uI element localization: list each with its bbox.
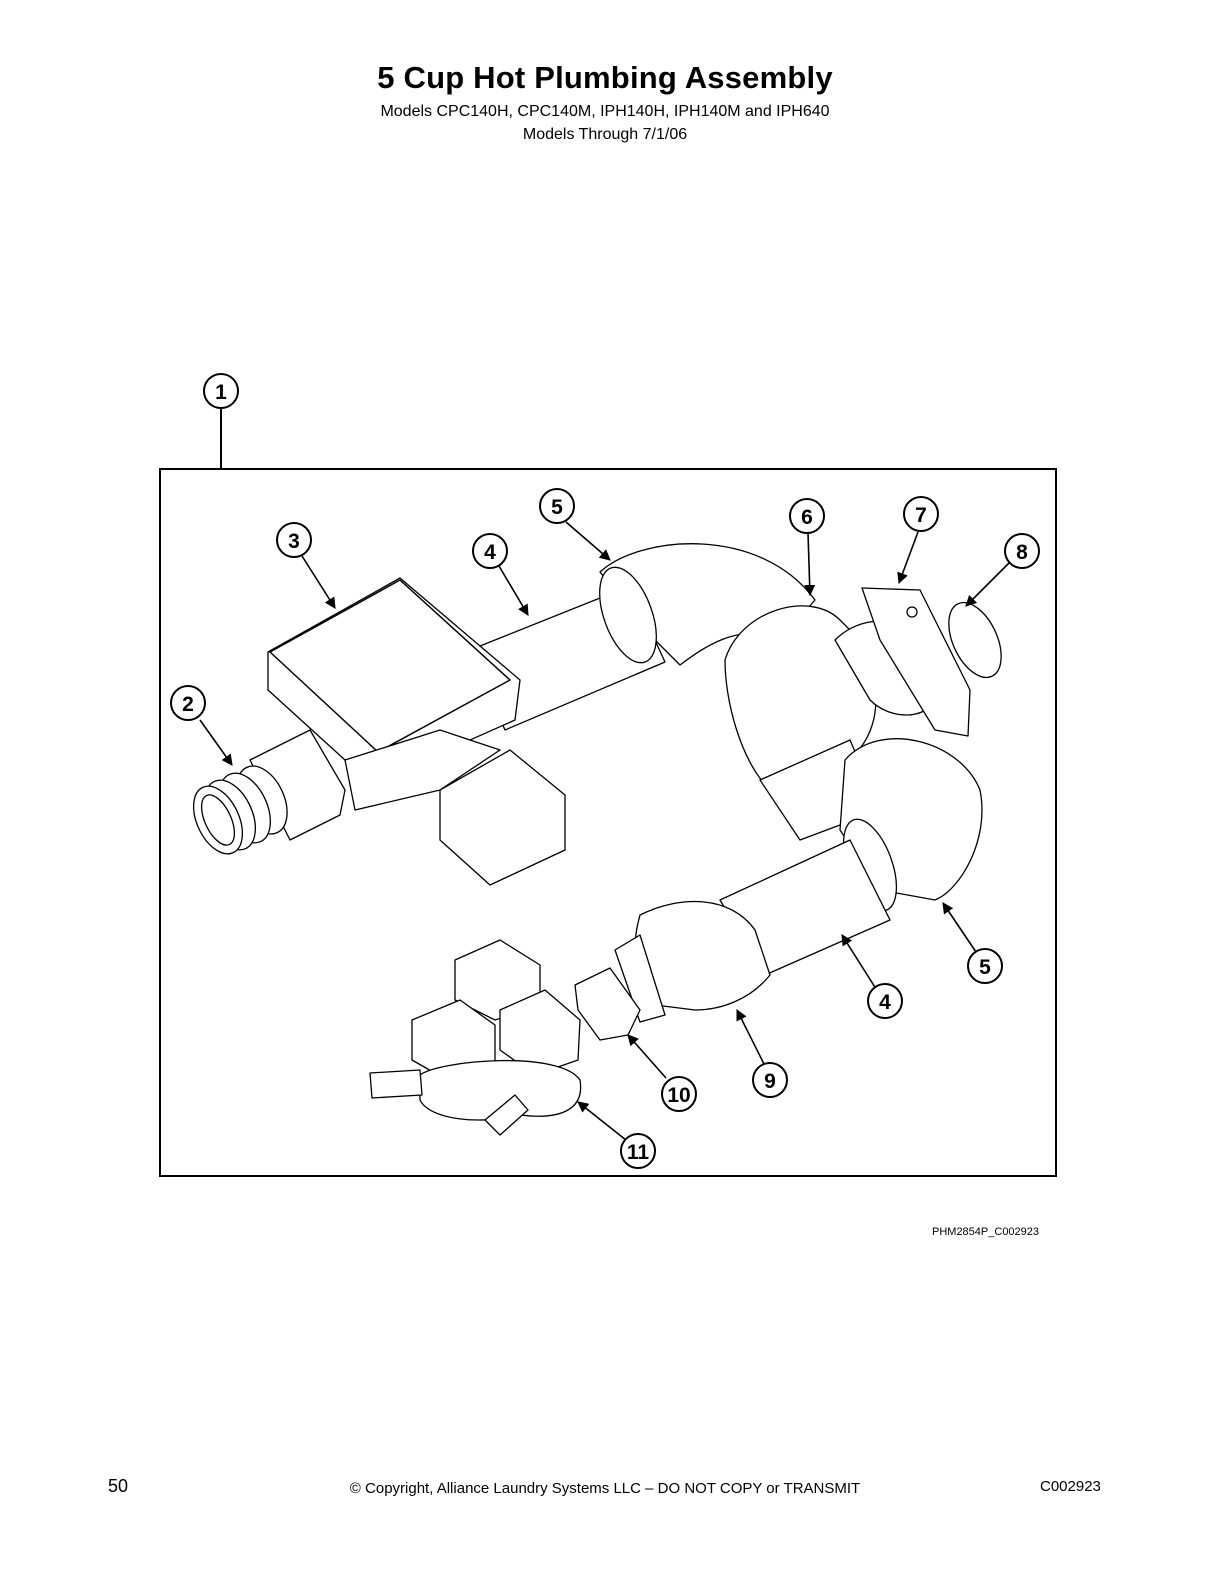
page-number: 50: [108, 1476, 129, 1496]
solenoid-top: [269, 579, 511, 753]
callout-6: 6: [789, 498, 825, 534]
callout-11-label: 11: [627, 1141, 650, 1164]
valve-body: [419, 1059, 582, 1121]
parts-illustration: [192, 543, 1002, 1136]
callout-9-label: 9: [764, 1070, 776, 1093]
leader-10: [627, 1034, 667, 1079]
leader-7: [897, 531, 919, 585]
callout-3-label: 3: [288, 530, 300, 553]
callout-5-lower-label: 5: [979, 956, 991, 979]
flange-hole: [906, 606, 918, 618]
callout-11: 11: [620, 1133, 656, 1169]
callout-5-upper: 5: [539, 488, 575, 524]
leader-11: [577, 1101, 627, 1141]
page-title: 5 Cup Hot Plumbing Assembly: [377, 60, 833, 95]
valve-outlet-right: [484, 1094, 529, 1136]
leader-8: [965, 561, 1011, 607]
callout-4-lower: 4: [867, 983, 903, 1019]
callout-8: 8: [1004, 533, 1040, 569]
callout-5-upper-label: 5: [551, 496, 563, 519]
copyright-notice: © Copyright, Alliance Laundry Systems LL…: [349, 1480, 861, 1497]
leader-6: [804, 532, 816, 597]
callout-1: 1: [203, 373, 239, 409]
callout-8-label: 8: [1016, 541, 1028, 564]
callout-2: 2: [170, 685, 206, 721]
tee-fitting: [724, 605, 877, 791]
models-through-subtitle: Models Through 7/1/06: [522, 126, 688, 143]
models-subtitle: Models CPC140H, CPC140M, IPH140H, IPH140…: [380, 103, 830, 120]
callout-3: 3: [276, 522, 312, 558]
callout-4-upper-label: 4: [484, 541, 496, 564]
callout-4-lower-label: 4: [879, 991, 891, 1014]
drawing-code: PHM2854P_C002923: [932, 1226, 1040, 1238]
leader-5-lower: [942, 902, 977, 953]
leader-9: [736, 1008, 765, 1065]
leader-3: [301, 555, 336, 609]
outlet-stub: [948, 601, 1002, 679]
upper-elbow-mouth: [599, 566, 657, 664]
leader-2: [199, 719, 233, 766]
valve-outlet-left: [369, 1069, 423, 1099]
callout-7: 7: [903, 496, 939, 532]
callout-10: 10: [661, 1076, 697, 1112]
callout-9: 9: [752, 1062, 788, 1098]
callout-5-lower: 5: [967, 948, 1003, 984]
callout-6-label: 6: [801, 506, 813, 529]
callouts: 1 2 3 4 5 6 7 8 5 4 9 10 11: [170, 373, 1040, 1169]
callout-1-label: 1: [215, 381, 227, 404]
leader-5-upper: [565, 521, 611, 561]
assembly-frame: [159, 468, 1057, 1177]
valve-box-right: [499, 989, 581, 1076]
solenoid-plate: [344, 729, 501, 811]
document-code: C002923: [1040, 1478, 1101, 1495]
callout-4-upper: 4: [472, 533, 508, 569]
leader-arrows: [199, 521, 1011, 1141]
flange-plate: [861, 587, 971, 737]
solenoid-coil-box: [439, 749, 566, 886]
leader-4-upper: [498, 565, 529, 616]
callout-10-label: 10: [667, 1084, 690, 1107]
callout-7-label: 7: [915, 504, 927, 527]
leader-4-lower: [841, 934, 879, 993]
callout-2-label: 2: [182, 693, 194, 716]
inlet-bore: [200, 794, 236, 846]
